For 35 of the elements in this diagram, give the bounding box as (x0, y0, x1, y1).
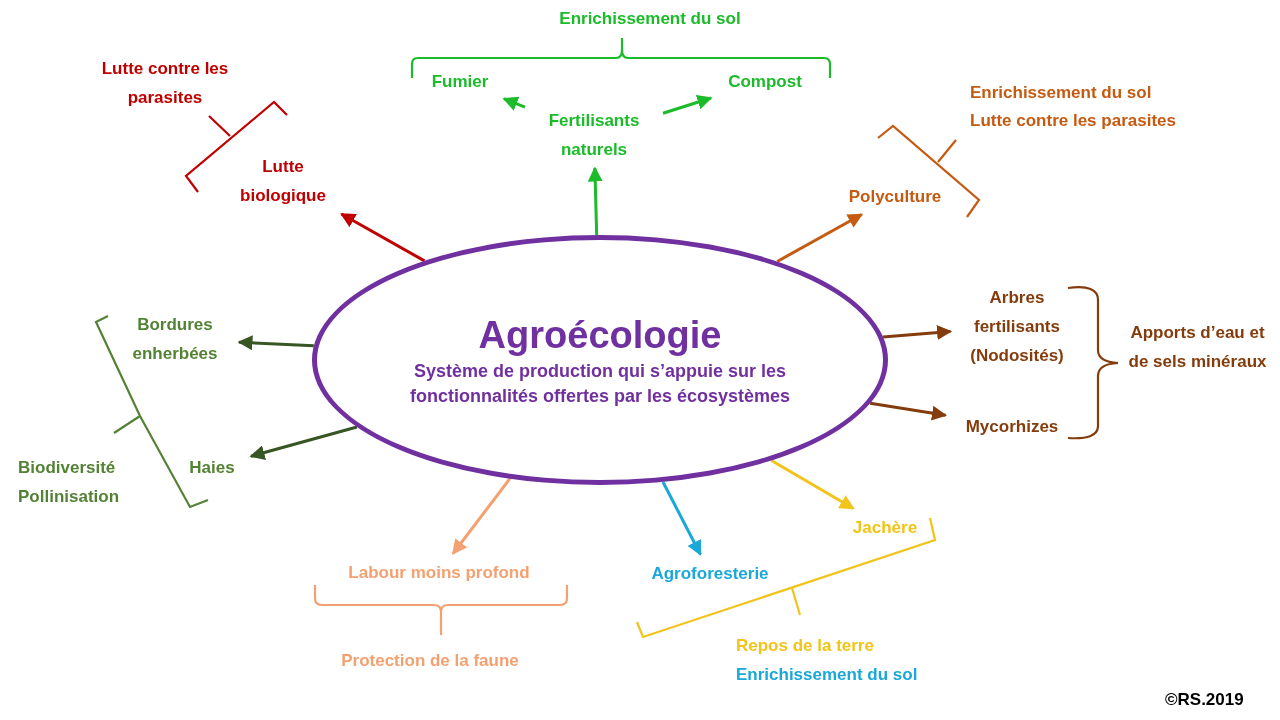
concept-text: Bordures enherbées (115, 310, 235, 368)
concept-text: Compost (715, 66, 815, 96)
arrow (502, 96, 526, 111)
concept-text: Jachère (840, 512, 930, 542)
arrow (776, 213, 864, 263)
arrow (249, 425, 358, 460)
annotation-text: Apports d’eau et de sels minéraux (1127, 322, 1268, 373)
annotation-text: Enrichissement du sol (558, 8, 742, 30)
arrow (587, 166, 603, 236)
concept-text: Polyculture (835, 181, 955, 211)
annotation-text: Enrichissement du sol (736, 664, 919, 686)
annotation-text: Pollinisation (18, 486, 121, 508)
description-text: Système de production qui s’appuie sur les fonctionnalités offertes par les écosystèmes (408, 360, 792, 408)
concept-text: Fumier (420, 66, 500, 96)
annotation-text: Enrichissement du sol (970, 82, 1153, 104)
arrow (770, 459, 855, 510)
concept-text: Arbres fertilisants (Nodosités) (954, 282, 1080, 370)
annotation-text: Protection de la faune (340, 650, 520, 672)
concept-text: Mycorhizes (949, 411, 1075, 441)
arrow (340, 212, 426, 263)
annotation-text: Lutte contre les parasites (100, 58, 230, 109)
arrow (237, 335, 314, 351)
annotation-text: Lutte contre les parasites (970, 110, 1177, 132)
arrow (869, 401, 947, 421)
concept-text: Haies (177, 452, 247, 482)
concept-text: Agroforesterie (635, 558, 785, 588)
concept-text: Labour moins profond (319, 557, 559, 587)
arrow (662, 94, 713, 115)
title-text: Agroécologie (478, 312, 722, 358)
annotation-text: ©RS.2019 (1165, 689, 1245, 711)
annotation-text: Repos de la terre (736, 635, 875, 657)
concept-text: Fertilisants naturels (529, 106, 659, 164)
arrow (451, 477, 512, 555)
concept-text: Lutte biologique (223, 152, 343, 210)
annotation-text: Biodiversité (18, 457, 117, 479)
